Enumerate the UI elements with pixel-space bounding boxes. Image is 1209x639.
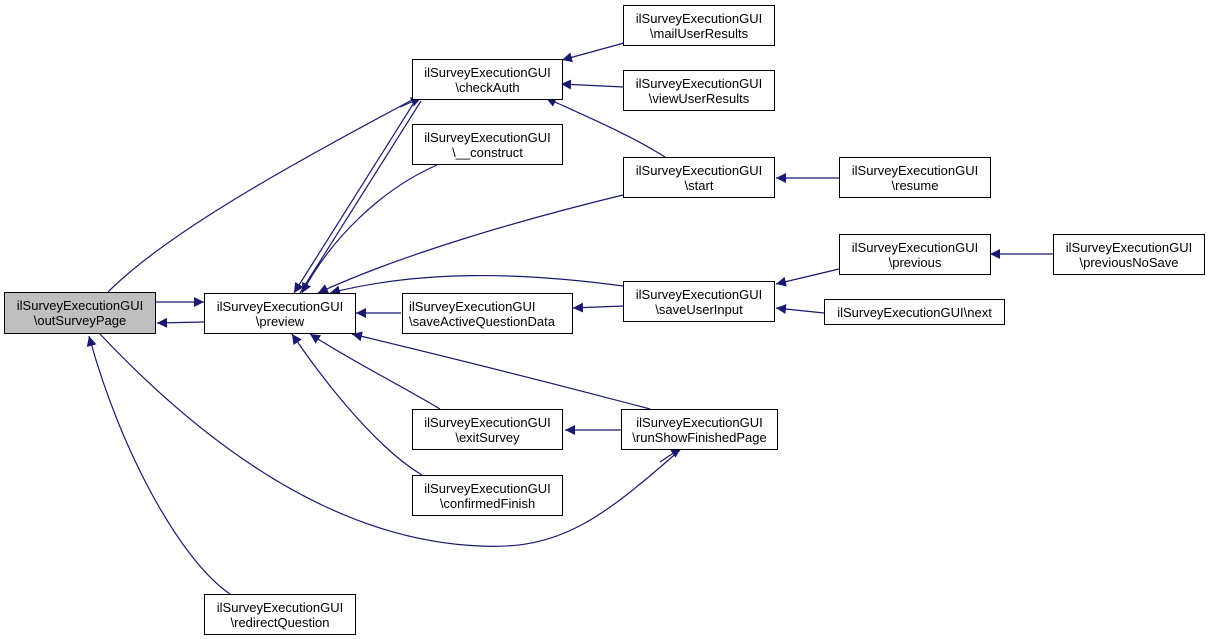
node-label-class: ilSurveyExecutionGUI xyxy=(635,10,763,26)
node-label-method: \exitSurvey xyxy=(455,429,520,445)
edge-start-to-checkAuth xyxy=(545,97,666,158)
node-saveActiveQuestionData[interactable]: ilSurveyExecutionGUI \saveActiveQuestion… xyxy=(402,293,573,334)
node-previousNoSave[interactable]: ilSurveyExecutionGUI \previousNoSave xyxy=(1053,234,1205,275)
node-label-class: ilSurveyExecutionGUI xyxy=(635,75,763,91)
node-label-method: \saveActiveQuestionData xyxy=(409,313,555,329)
node-saveUserInput[interactable]: ilSurveyExecutionGUI \saveUserInput xyxy=(623,281,775,322)
node-label-method: \viewUserResults xyxy=(648,90,750,106)
edge-next-to-saveUserInput xyxy=(775,304,825,315)
node-label-class: ilSurveyExecutionGUI xyxy=(635,162,763,178)
node-label-class: ilSurveyExecutionGUI xyxy=(424,64,551,80)
edge-arrow-runShowFinishedPage xyxy=(659,447,682,463)
edge-start-to-preview xyxy=(317,194,624,294)
node-label-method: \resume xyxy=(891,177,939,193)
node-label-class: ilSurveyExecutionGUI xyxy=(216,599,344,615)
node-label-method: \preview xyxy=(255,313,305,329)
node-runShowFinishedPage[interactable]: ilSurveyExecutionGUI \runShowFinishedPag… xyxy=(621,409,778,450)
node-label-class: ilSurveyExecutionGUI xyxy=(635,286,763,302)
node-label-class: ilSurveyExecutionGUI xyxy=(636,414,763,430)
node-resume[interactable]: ilSurveyExecutionGUI \resume xyxy=(839,157,991,198)
edge-checkAuth-to-preview xyxy=(293,100,416,294)
node-label-method: \outSurveyPage xyxy=(33,313,127,328)
node-redirectQuestion[interactable]: ilSurveyExecutionGUI \redirectQuestion xyxy=(204,594,356,635)
edge-mailUserResults-to-checkAuth xyxy=(561,42,625,63)
node-label-method: \start xyxy=(684,177,714,193)
edge-checkAuth-to-outSurveyPage xyxy=(107,99,413,293)
node-confirmedFinish[interactable]: ilSurveyExecutionGUI \confirmedFinish xyxy=(412,475,563,516)
node-mailUserResults[interactable]: ilSurveyExecutionGUI \mailUserResults xyxy=(623,5,775,46)
node-label-class: ilSurveyExecutionGUI xyxy=(216,298,344,314)
edge-preview-to-checkAuth xyxy=(299,100,422,294)
node-label-method: \runShowFinishedPage xyxy=(632,429,767,445)
node-label-method: \__construct xyxy=(452,144,523,160)
node-label-class: ilSurveyExecutionGUI xyxy=(16,298,144,313)
node-label-class: ilSurveyExecutionGUI\next xyxy=(837,304,992,320)
node-checkAuth[interactable]: ilSurveyExecutionGUI \checkAuth xyxy=(412,59,563,100)
node-label-class: ilSurveyExecutionGUI xyxy=(851,239,979,255)
node-label-method: \mailUserResults xyxy=(649,25,749,41)
node-label-class: ilSurveyExecutionGUI xyxy=(424,414,551,430)
node-label-method: \redirectQuestion xyxy=(230,614,330,630)
node-label-class: ilSurveyExecutionGUI xyxy=(851,162,979,178)
edge-runShowFinishedPage-to-preview xyxy=(351,331,651,410)
edge-saveUserInput-to-preview xyxy=(329,274,624,296)
node-label-method: \checkAuth xyxy=(455,79,520,95)
node-exitSurvey[interactable]: ilSurveyExecutionGUI \exitSurvey xyxy=(412,409,563,450)
edge-viewUserResults-to-checkAuth xyxy=(560,79,625,90)
edge-construct-to-preview xyxy=(301,164,438,294)
edge-runShowFinishedPage-to-outSurveyPage xyxy=(99,333,681,547)
edge-previous-to-saveUserInput xyxy=(775,268,840,287)
node-label-method: \previous xyxy=(888,254,942,270)
node-preview[interactable]: ilSurveyExecutionGUI \preview xyxy=(204,293,356,334)
node-construct[interactable]: ilSurveyExecutionGUI \__construct xyxy=(412,124,563,165)
edge-saveUserInput-to-saveActiveQuestionData xyxy=(572,302,624,313)
node-label-class: ilSurveyExecutionGUI xyxy=(424,480,551,496)
edge-confirmedFinish-to-preview xyxy=(291,333,423,476)
node-next[interactable]: ilSurveyExecutionGUI\next xyxy=(824,299,1005,325)
edge-redirectQuestion-to-outSurveyPage xyxy=(86,335,231,595)
node-start[interactable]: ilSurveyExecutionGUI \start xyxy=(623,157,775,198)
node-label-class: ilSurveyExecutionGUI xyxy=(409,298,536,314)
node-label-class: ilSurveyExecutionGUI xyxy=(1065,239,1193,255)
node-label-method: \confirmedFinish xyxy=(439,495,536,511)
edge-preview-to-outSurveyPage xyxy=(156,317,205,328)
edge-exitSurvey-to-preview xyxy=(309,333,441,410)
node-viewUserResults[interactable]: ilSurveyExecutionGUI \viewUserResults xyxy=(623,70,775,111)
node-previous[interactable]: ilSurveyExecutionGUI \previous xyxy=(839,234,991,275)
node-label-class: ilSurveyExecutionGUI xyxy=(424,129,551,145)
node-label-method: \saveUserInput xyxy=(655,301,743,317)
node-label-method: \previousNoSave xyxy=(1079,254,1179,270)
node-outSurveyPage[interactable]: ilSurveyExecutionGUI \outSurveyPage xyxy=(4,292,156,334)
